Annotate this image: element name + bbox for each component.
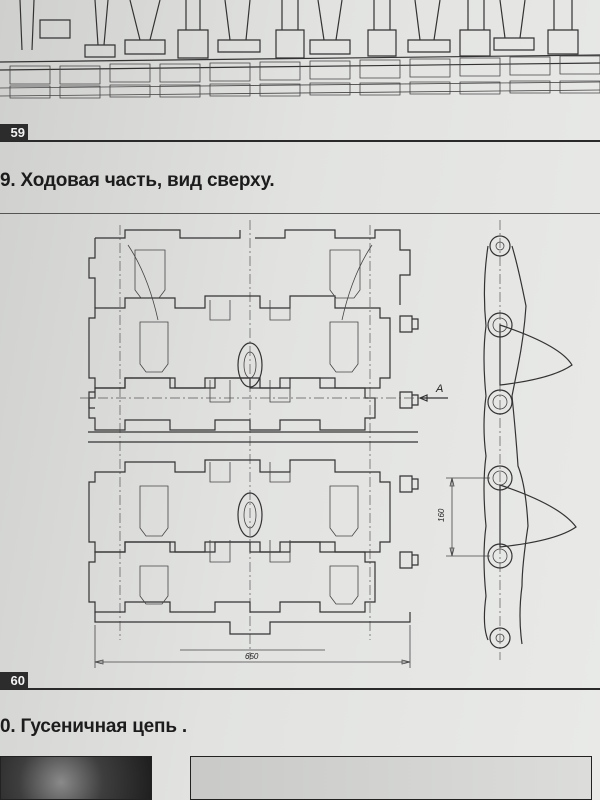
track-chain-drawing: 650 A 160 xyxy=(80,220,577,668)
figure-number-badge-60: 60 xyxy=(0,672,28,689)
divider-caption-59 xyxy=(0,213,600,214)
figure-caption-60: 0. Гусеничная цепь . xyxy=(0,716,187,737)
view-label-a: A xyxy=(435,383,443,395)
track-link-upper xyxy=(88,229,419,431)
track-link-lower xyxy=(88,459,419,635)
photo-fragment-left xyxy=(0,756,152,800)
dimension-width-label: 650 xyxy=(245,652,259,661)
width-dimension: 650 xyxy=(94,625,411,668)
pitch-dimension: 160 xyxy=(437,477,490,557)
photo-fragment-right xyxy=(190,756,592,800)
view-arrow-a: A xyxy=(418,383,448,402)
figure-number-badge-59: 59 xyxy=(0,124,28,141)
dimension-pitch-label: 160 xyxy=(437,508,446,522)
undercarriage-drawing xyxy=(0,0,600,99)
figure-caption-59: 9. Ходовая часть, вид сверху. xyxy=(0,170,275,191)
suspension-posts xyxy=(19,0,579,59)
track-chain-side-view xyxy=(483,220,577,660)
divider-bottom xyxy=(0,688,600,690)
track-links-row xyxy=(9,55,600,99)
divider-top xyxy=(0,140,600,142)
